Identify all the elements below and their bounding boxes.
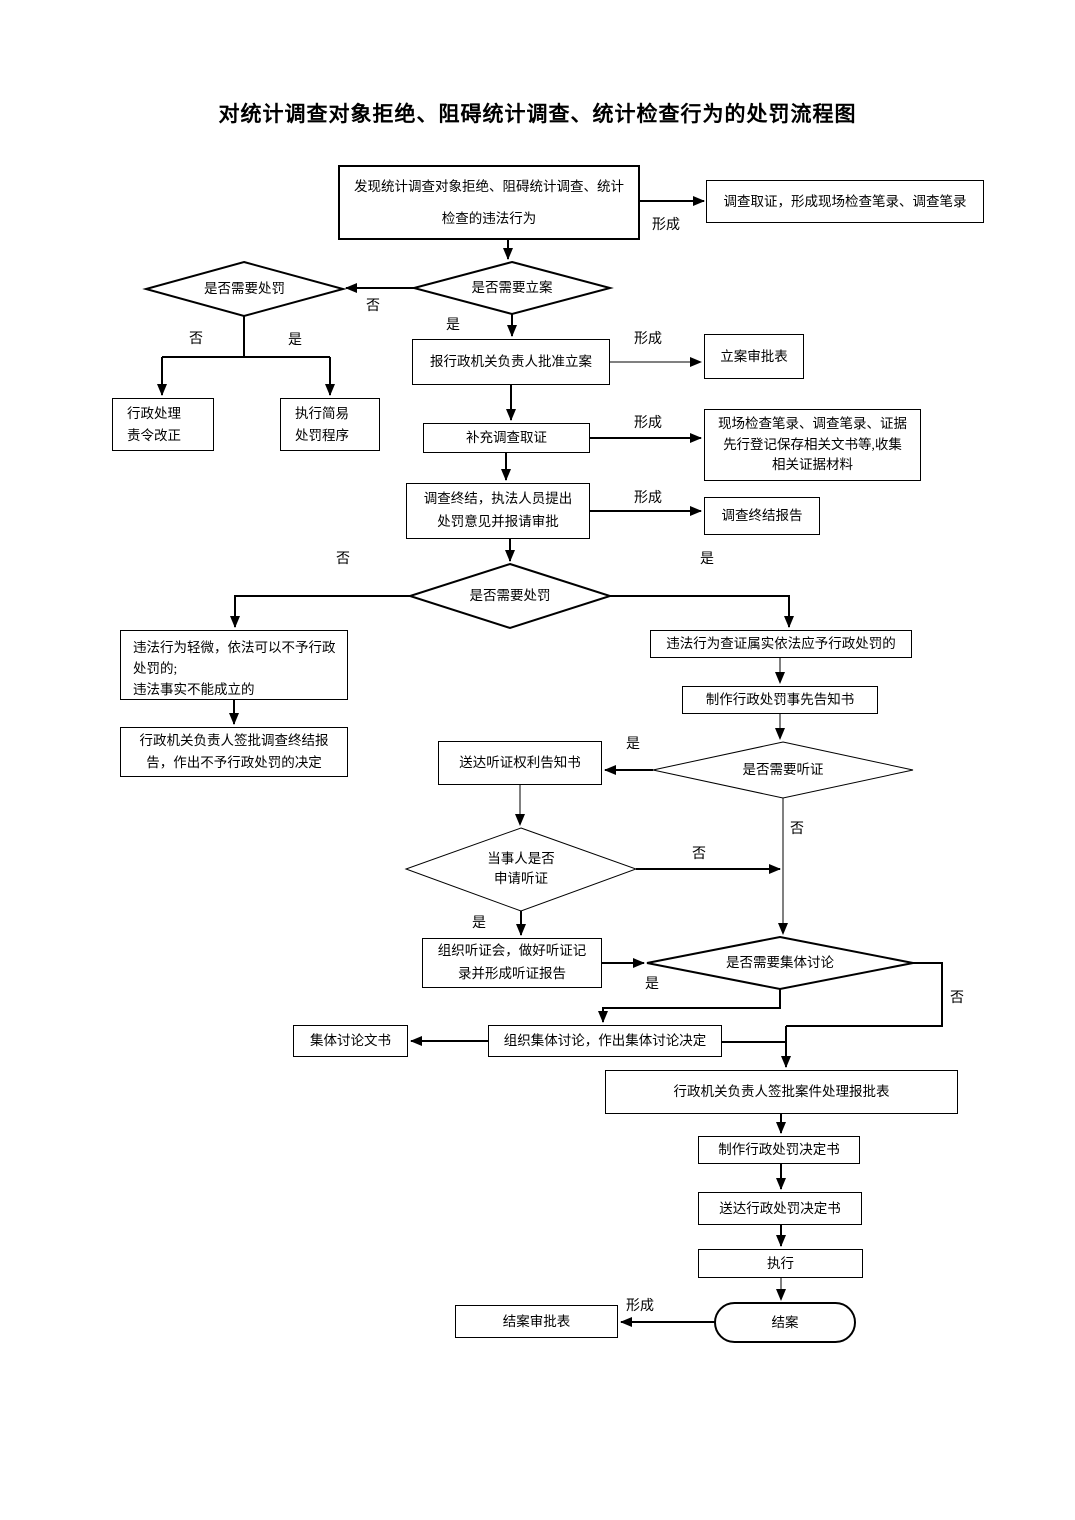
node-evidence-docs: 现场检查笔录、调查笔录、证据 先行登记保存相关文书等,收集 相关证据材料 [704, 409, 921, 481]
edge-label-no-apply: 否 [692, 847, 706, 862]
edge-label-form-1: 形成 [652, 218, 680, 233]
edge-label-no-needcase: 否 [366, 299, 380, 314]
node-discussion-docs: 集体讨论文书 [293, 1025, 408, 1057]
edge-label-yes-needpunish: 是 [700, 552, 714, 567]
node-supplement: 补充调查取证 [423, 423, 590, 453]
diamond-need-punish-mid [406, 562, 614, 630]
node-execute: 执行 [698, 1249, 863, 1278]
edge-label-no-punishtop: 否 [189, 332, 203, 347]
node-minor-violation: 违法行为轻微，依法可以不予行政处罚的; 违法事实不能成立的 [120, 630, 348, 700]
node-deliver-decision: 送达行政处罚决定书 [698, 1192, 862, 1225]
edge-label-yes-needcase: 是 [446, 318, 460, 333]
edge-label-form-4: 形成 [634, 491, 662, 506]
edge-label-yes-discussion: 是 [645, 977, 659, 992]
flow-arrow-needpunish-no [230, 595, 410, 628]
node-close-case: 结案 [771, 1314, 799, 1330]
flow-arrow-discussion-yes [598, 989, 781, 1023]
node-close-approval-form: 结案审批表 [455, 1305, 618, 1338]
edge-label-no-hearing: 否 [790, 822, 804, 837]
node-hold-hearing: 组织听证会，做好听证记 录并形成听证报告 [422, 938, 602, 988]
node-discover: 发现统计调查对象拒绝、阻碍统计调查、统计 检查的违法行为 [338, 165, 640, 240]
label-need-hearing: 是否需要听证 [742, 761, 824, 777]
node-approve-case: 报行政机关负责人批准立案 [412, 339, 610, 385]
node-case-approval-form: 立案审批表 [704, 334, 804, 379]
edge-label-form-3: 形成 [634, 416, 662, 431]
flow-line-punishtop-split [162, 316, 330, 358]
label-apply-hearing: 当事人是否 申请听证 [487, 850, 555, 886]
node-no-punish-decision: 行政机关负责人签批调查终结报 告，作出不予行政处罚的决定 [120, 727, 348, 777]
node-conclude: 调查终结，执法人员提出 处罚意见并报请审批 [406, 483, 590, 539]
node-make-decision: 制作行政处罚决定书 [698, 1136, 860, 1164]
label-need-punish-top: 是否需要处罚 [204, 280, 285, 296]
edge-label-form-5: 形成 [626, 1299, 654, 1314]
edge-label-no-discussion: 否 [950, 991, 964, 1006]
node-evidence: 调查取证，形成现场检查笔录、调查笔录 [706, 180, 984, 223]
label-need-case: 是否需要立案 [471, 279, 553, 295]
edge-label-yes-hearing: 是 [626, 737, 640, 752]
node-collective-discussion: 组织集体讨论，作出集体讨论决定 [488, 1025, 722, 1057]
node-approve-report: 行政机关负责人签批案件处理报批表 [605, 1070, 958, 1114]
node-confirmed-violation: 违法行为查证属实依法应予行政处罚的 [650, 630, 912, 658]
node-conclusion-report: 调查终结报告 [704, 497, 820, 535]
flow-arrow-needpunish-yes [610, 595, 794, 628]
node-admin-handle: 行政处理 责令改正 [112, 398, 214, 451]
edge-label-form-2: 形成 [634, 332, 662, 347]
flow-line-discussion-no [786, 962, 943, 1027]
node-simple-procedure: 执行简易 处罚程序 [280, 398, 380, 451]
node-hearing-notice: 送达听证权利告知书 [438, 741, 602, 785]
edge-label-yes-punishtop: 是 [288, 333, 302, 348]
label-need-punish-mid: 是否需要处罚 [469, 587, 551, 603]
edge-label-no-needpunish: 否 [336, 552, 350, 567]
page-title: 对统计调查对象拒绝、阻碍统计调查、统计检查行为的处罚流程图 [218, 103, 857, 126]
edge-label-yes-apply: 是 [472, 916, 486, 931]
label-need-discussion: 是否需要集体讨论 [726, 954, 834, 970]
node-prior-notice: 制作行政处罚事先告知书 [682, 686, 878, 714]
